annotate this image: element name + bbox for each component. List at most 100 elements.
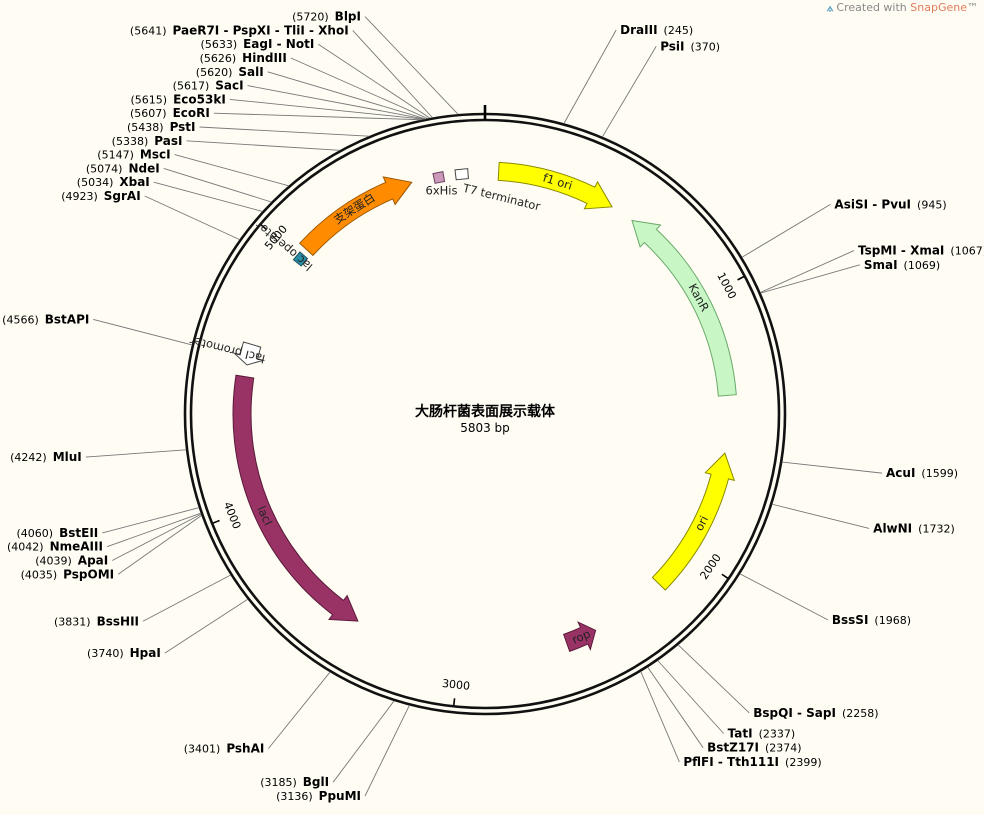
- site-bsshii: (3831)BssHII: [54, 574, 231, 628]
- tick-label: 1000: [714, 270, 739, 301]
- tick-label: 3000: [441, 677, 470, 693]
- site-saci-position: (5617): [173, 80, 210, 93]
- site-sgrai: (4923)SgrAI: [61, 189, 240, 241]
- tick-mark: [453, 698, 456, 706]
- site-sali-position: (5620): [196, 66, 233, 79]
- feature-ori-label: ori: [692, 513, 711, 533]
- site-bsteii: (4060)BstEII: [17, 507, 200, 540]
- site-pshai-position: (3401): [184, 743, 221, 756]
- site-asisi-pvui-name: AsiSI - PvuI: [834, 197, 911, 211]
- site-saci-name: SacI: [215, 79, 243, 93]
- feature-rop-label: rop: [570, 626, 593, 646]
- site-acui-leader: [782, 461, 883, 474]
- site-tspmi-xmai: TspMI - XmaI (1067): [760, 244, 984, 293]
- site-bspqi-sapi: BspQI - SapI(2258): [677, 644, 879, 720]
- site-msci-name: MscI: [140, 148, 171, 162]
- site-pasi-name: PasI: [154, 134, 182, 148]
- tick-mark: [260, 224, 268, 231]
- site-blpi-name: BlpI: [335, 10, 361, 24]
- site-bsssi-leader: [739, 573, 829, 621]
- site-ndei-name: NdeI: [128, 161, 159, 175]
- site-draiii: DraIII(245): [563, 23, 693, 124]
- site-asisi-pvui: AsiSI - PvuI(945): [741, 197, 947, 258]
- site-pshai-name: PshAI: [226, 742, 264, 756]
- site-tati-label: TatI (2337): [728, 726, 796, 740]
- site-xbai-position: (5034): [77, 176, 114, 189]
- site-pasi: (5338) PasI: [112, 134, 340, 151]
- site-tati: TatI (2337): [657, 660, 796, 740]
- site-hindiii-leader: [290, 57, 428, 119]
- site-bstz17i-leader: [647, 666, 704, 748]
- site-hpai-name: HpaI: [130, 646, 161, 660]
- site-draiii-position: (245): [664, 24, 694, 37]
- site-pasi-position: (5338): [112, 135, 149, 148]
- snapgene-logo-icon: ⟑: [826, 1, 834, 14]
- site-bsssi-position: (1968): [874, 614, 911, 627]
- site-hpai-leader: [164, 598, 248, 654]
- site-eagi-noti-label: (5633)EagI - NotI: [201, 37, 315, 51]
- site-paer7i-pspxi-tlii-xhoi-leader: [352, 30, 433, 118]
- site-pflfi-tth111i-leader: [640, 671, 680, 763]
- site-psti-name: PstI: [170, 120, 196, 134]
- feature-ori-arrow: [651, 452, 736, 591]
- plasmid-length: 5803 bp: [460, 421, 510, 435]
- site-bstapi-position: (4566): [2, 313, 39, 326]
- site-saci-label: (5617) SacI: [173, 79, 244, 93]
- site-ppumi: (3136) PpuMI: [276, 705, 410, 803]
- site-mlui-label: (4242)MluI: [10, 450, 82, 464]
- tick-mark: [737, 275, 745, 281]
- site-acui: AcuI(1599): [782, 461, 958, 480]
- site-eco53ki-leader: [229, 98, 425, 120]
- site-psii-label: PsiI(370): [660, 39, 720, 53]
- site-psti: (5438)PstI: [127, 120, 370, 137]
- site-acui-label: AcuI(1599): [886, 466, 958, 480]
- site-tati-name: TatI: [728, 726, 753, 740]
- site-tspmi-xmai-name: TspMI - XmaI: [858, 244, 944, 258]
- site-apai-leader: [112, 513, 202, 561]
- site-bsssi: BssSI(1968): [739, 573, 911, 627]
- site-nmeaiii-position: (4042): [7, 541, 44, 554]
- site-sgrai-leader: [144, 195, 240, 241]
- site-bstapi-leader: [93, 318, 193, 346]
- site-ndei-position: (5074): [86, 162, 123, 175]
- feature-6xhis-label: 6xHis: [426, 184, 458, 198]
- site-draiii-label: DraIII(245): [620, 23, 693, 37]
- site-pspomi-leader: [117, 515, 202, 575]
- site-xbai: (5034)XbaI: [77, 175, 263, 212]
- site-mlui-leader: [85, 449, 187, 458]
- site-pspomi-position: (4035): [21, 568, 58, 581]
- site-paer7i-pspxi-tlii-xhoi-position: (5641): [130, 24, 167, 37]
- site-asisi-pvui-label: AsiSI - PvuI(945): [834, 197, 946, 211]
- site-pflfi-tth111i-position: (2399): [785, 756, 822, 769]
- site-bgli: (3185)BglI: [260, 700, 395, 789]
- site-smai-leader: [760, 264, 860, 294]
- site-tati-position: (2337): [759, 727, 796, 740]
- site-pshai-leader: [267, 671, 331, 749]
- site-ppumi-name: PpuMI: [319, 789, 361, 803]
- site-bspqi-sapi-label: BspQI - SapI(2258): [753, 706, 878, 720]
- site-tspmi-xmai-position: (1067): [950, 245, 984, 258]
- site-tati-leader: [657, 660, 724, 734]
- site-ndei-label: (5074) NdeI: [86, 161, 160, 175]
- site-draiii-leader: [563, 29, 617, 124]
- site-pspomi-name: PspOMI: [63, 567, 114, 581]
- feature-laci-arrow: [232, 374, 359, 622]
- site-mlui-position: (4242): [10, 451, 47, 464]
- site-ecori-label: (5607)EcoRI: [130, 106, 210, 120]
- site-psii: PsiI(370): [602, 39, 720, 138]
- site-paer7i-pspxi-tlii-xhoi: (5641)PaeR7I - PspXI - TliI - XhoI: [130, 23, 433, 118]
- watermark-brand: SnapGene: [910, 1, 967, 14]
- site-alwni-label: AlwNI(1732): [873, 521, 955, 535]
- site-sgrai-position: (4923): [61, 190, 98, 203]
- site-bsshii-leader: [142, 574, 231, 622]
- site-ppumi-position: (3136): [276, 790, 313, 803]
- site-pasi-leader: [186, 140, 340, 151]
- site-bgli-leader: [332, 700, 395, 783]
- backbone-circle: [183, 105, 787, 716]
- site-bsteii-label: (4060)BstEII: [17, 526, 99, 540]
- feature-laci-promoter-arrow: [232, 341, 266, 366]
- site-apai-label: (4039)ApaI: [35, 554, 108, 568]
- site-eagi-noti-name: EagI - NotI: [243, 37, 314, 51]
- feature-kanr-arrow: [631, 219, 737, 397]
- site-bsshii-name: BssHII: [97, 614, 139, 628]
